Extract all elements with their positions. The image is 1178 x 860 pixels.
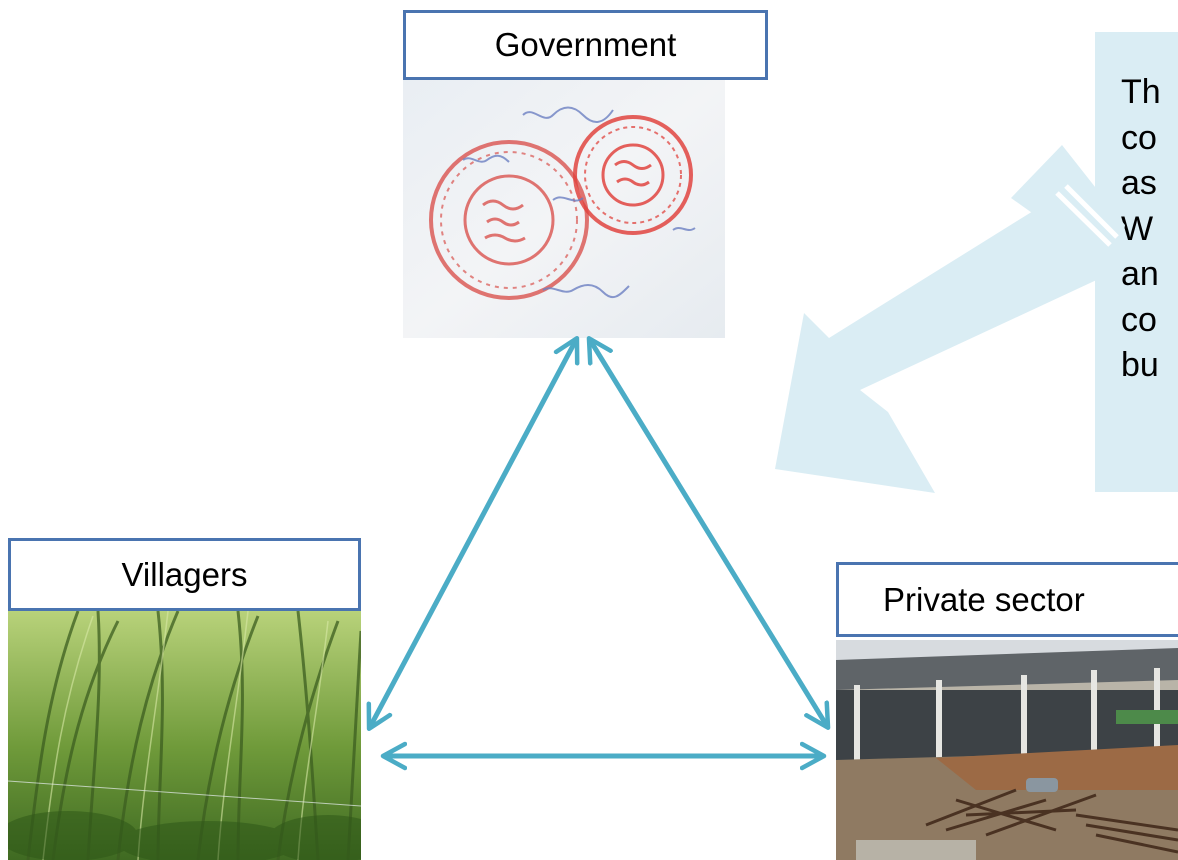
villagers-bamboo-image <box>8 611 361 860</box>
handwriting-scribbles <box>462 106 696 299</box>
arrow-government-villagers <box>370 340 576 727</box>
stamp-illustration <box>403 80 725 338</box>
government-stamp-image <box>403 80 725 338</box>
callout-arrow <box>775 145 1125 493</box>
note-line: co <box>1121 118 1157 157</box>
note-line: W <box>1121 209 1154 248</box>
warehouse-illustration <box>836 640 1178 860</box>
bamboo-forest-illustration <box>8 611 361 860</box>
note-line: as <box>1121 164 1157 202</box>
right-seal-stamp <box>573 115 693 235</box>
note-panel: Th co as W an co bu <box>1095 32 1178 492</box>
government-label: Government <box>403 10 768 80</box>
government-label-text: Government <box>494 26 677 63</box>
arrow-government-private-sector <box>590 340 827 726</box>
note-line: an <box>1121 255 1159 293</box>
private-sector-warehouse-image <box>836 640 1178 860</box>
villagers-label-text: Villagers <box>121 555 248 593</box>
private-sector-label: Private sector <box>836 562 1178 637</box>
left-seal-stamp <box>429 140 589 300</box>
private-sector-label-text: Private sector <box>883 580 1085 618</box>
villagers-label: Villagers <box>8 538 361 611</box>
note-line: bu <box>1121 346 1159 384</box>
note-line: co <box>1121 300 1157 339</box>
note-line: Th <box>1121 73 1161 111</box>
